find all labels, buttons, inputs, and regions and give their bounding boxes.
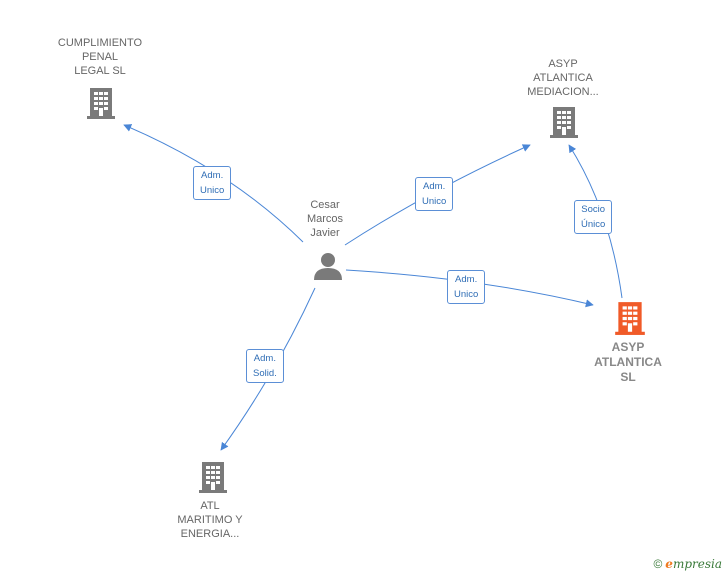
copyright-icon: ©: [653, 557, 663, 571]
brand-logo: ©empresia: [653, 557, 722, 571]
node-cumplimiento-label[interactable]: CUMPLIMIENTO PENAL LEGAL SL: [45, 36, 155, 78]
edge-label-line: Adm.: [423, 181, 446, 192]
label-line: ATLANTICA: [594, 355, 662, 369]
label-line: ATL: [200, 500, 220, 512]
label-line: ASYP: [548, 58, 578, 70]
brand-name: mpresia: [672, 557, 722, 571]
label-line: PENAL: [81, 51, 119, 63]
building-icon[interactable]: [548, 105, 580, 139]
edge-label-adm-unico[interactable]: Adm. Unico: [415, 177, 454, 211]
label-line: Javier: [310, 227, 340, 239]
edge-label-line: Unico: [422, 196, 447, 207]
node-atl-label[interactable]: ATL MARITIMO Y ENERGIA...: [160, 499, 260, 541]
edge-label-adm-unico[interactable]: Adm. Unico: [193, 166, 232, 200]
label-line: ASYP: [611, 340, 645, 354]
label-line: Marcos: [306, 213, 344, 225]
edge-label-line: Socio: [581, 204, 606, 215]
edge-label-adm-solid[interactable]: Adm. Solid.: [246, 349, 284, 383]
edge-label-line: Unico: [200, 185, 225, 196]
label-line: MARITIMO Y: [177, 514, 243, 526]
edge-label-line: Solid.: [253, 368, 277, 379]
edge-label-line: Adm.: [201, 170, 224, 181]
edge-label-line: Adm.: [253, 353, 276, 364]
edge-label-line: Adm.: [455, 274, 478, 285]
node-asyp-atlantica-label[interactable]: ASYP ATLANTICA SL: [578, 340, 678, 385]
building-icon[interactable]: [613, 300, 647, 336]
label-line: MEDIACION...: [527, 86, 599, 98]
label-line: CUMPLIMIENTO: [57, 37, 143, 49]
label-line: Cesar: [310, 199, 340, 211]
node-asyp-mediacion-label[interactable]: ASYP ATLANTICA MEDIACION...: [508, 57, 618, 99]
edge-label-adm-unico[interactable]: Adm. Unico: [447, 270, 486, 304]
person-icon[interactable]: [312, 251, 344, 281]
brand-initial: e: [665, 557, 673, 571]
building-icon[interactable]: [85, 86, 117, 120]
label-line: ATLANTICA: [533, 72, 593, 84]
label-line: ENERGIA...: [180, 528, 240, 540]
edge-label-line: Unico: [454, 289, 479, 300]
label-line: SL: [620, 370, 636, 384]
building-icon[interactable]: [197, 460, 229, 494]
edge-label-line: Único: [581, 219, 606, 230]
edge-label-socio-unico[interactable]: Socio Único: [574, 200, 613, 234]
label-line: LEGAL SL: [74, 65, 126, 77]
node-cesar-label[interactable]: Cesar Marcos Javier: [290, 198, 360, 240]
